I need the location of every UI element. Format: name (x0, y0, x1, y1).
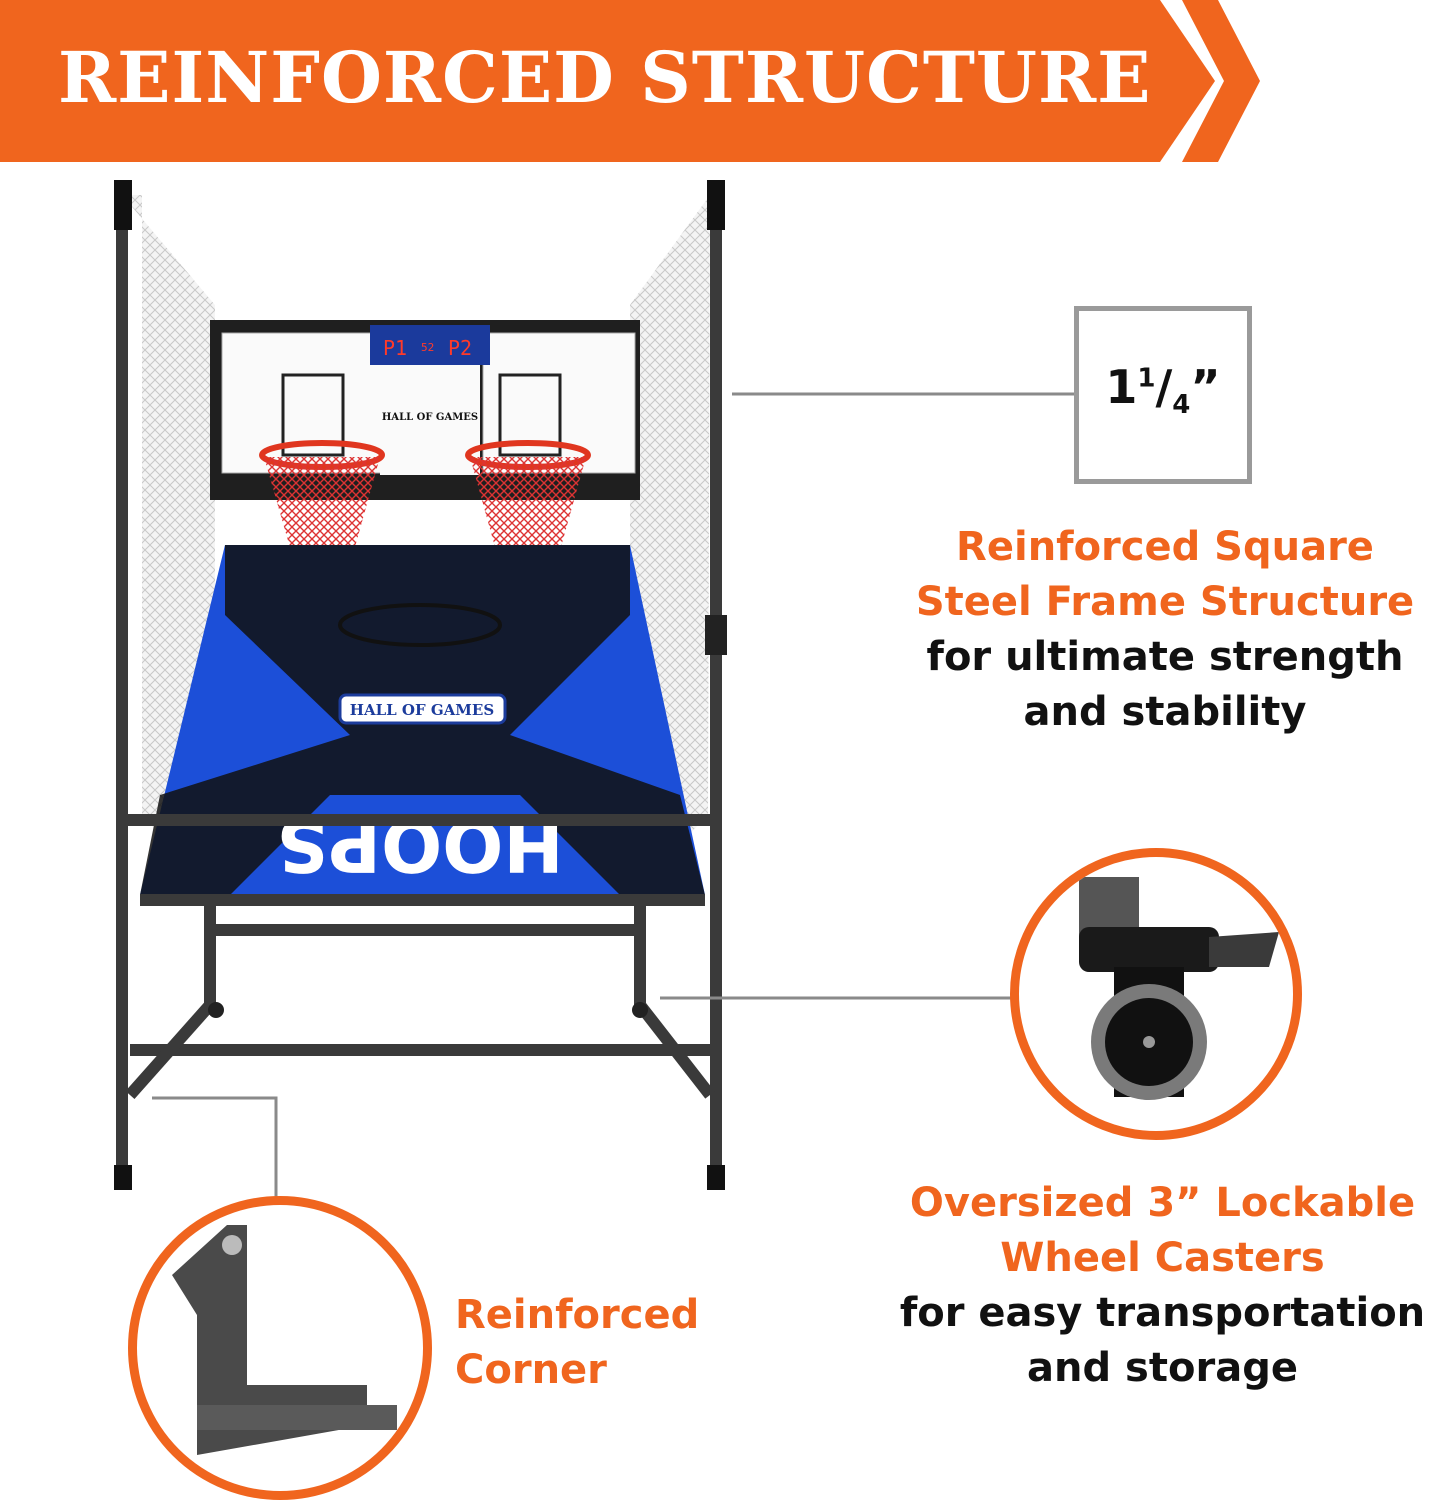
frame-heading-1: Reinforced Square (956, 524, 1374, 570)
scoreboard (370, 325, 490, 365)
basketball-arcade-machine: P1 52 P2 HALL OF GAMES HALL OF GAMES HOO… (114, 180, 727, 1190)
backboard-left (221, 332, 393, 474)
corner-callout-text: Reinforced Corner (455, 1288, 735, 1398)
caster-heading-2: Wheel Casters (1000, 1235, 1325, 1281)
steel-frame (116, 185, 722, 1180)
caster-body-1: for easy transportation (899, 1290, 1426, 1336)
backboard-brand: HALL OF GAMES (382, 412, 478, 423)
frame-callout-text: Reinforced Square Steel Frame Structure … (890, 520, 1440, 740)
scoreboard-right: P2 (448, 336, 472, 360)
caster-wheel-image (1079, 877, 1279, 1100)
court-brand: HALL OF GAMES (350, 701, 494, 719)
right-hoop-net (470, 457, 586, 565)
caster-callout-text: Oversized 3” Lockable Wheel Casters for … (870, 1176, 1449, 1396)
scoreboard-center: 52 (421, 341, 434, 354)
caster-body-2: and storage (1027, 1345, 1298, 1391)
banner-title: REINFORCED STRUCTURE (58, 36, 1152, 119)
frame-size-square (1074, 306, 1252, 484)
corner-heading-2: Corner (455, 1347, 607, 1393)
control-box (705, 615, 727, 655)
scoreboard-left: P1 (383, 336, 407, 360)
caster-detail-circle (1010, 848, 1302, 1140)
caster-heading-1: Oversized 3” Lockable (909, 1180, 1416, 1226)
corner-heading-1: Reinforced (455, 1292, 700, 1338)
title-banner (0, 0, 1260, 162)
frame-heading-2: Steel Frame Structure (915, 579, 1415, 625)
banner-shape (0, 0, 1215, 162)
frame-size-label: 11/4” (1096, 360, 1230, 421)
banner-chevron (1182, 0, 1260, 162)
corner-detail-circle (128, 1196, 432, 1500)
left-hoop-net (264, 457, 380, 565)
corner-bracket-image (172, 1225, 397, 1455)
frame-body-2: and stability (1023, 689, 1307, 735)
frame-body-1: for ultimate strength (926, 634, 1404, 680)
